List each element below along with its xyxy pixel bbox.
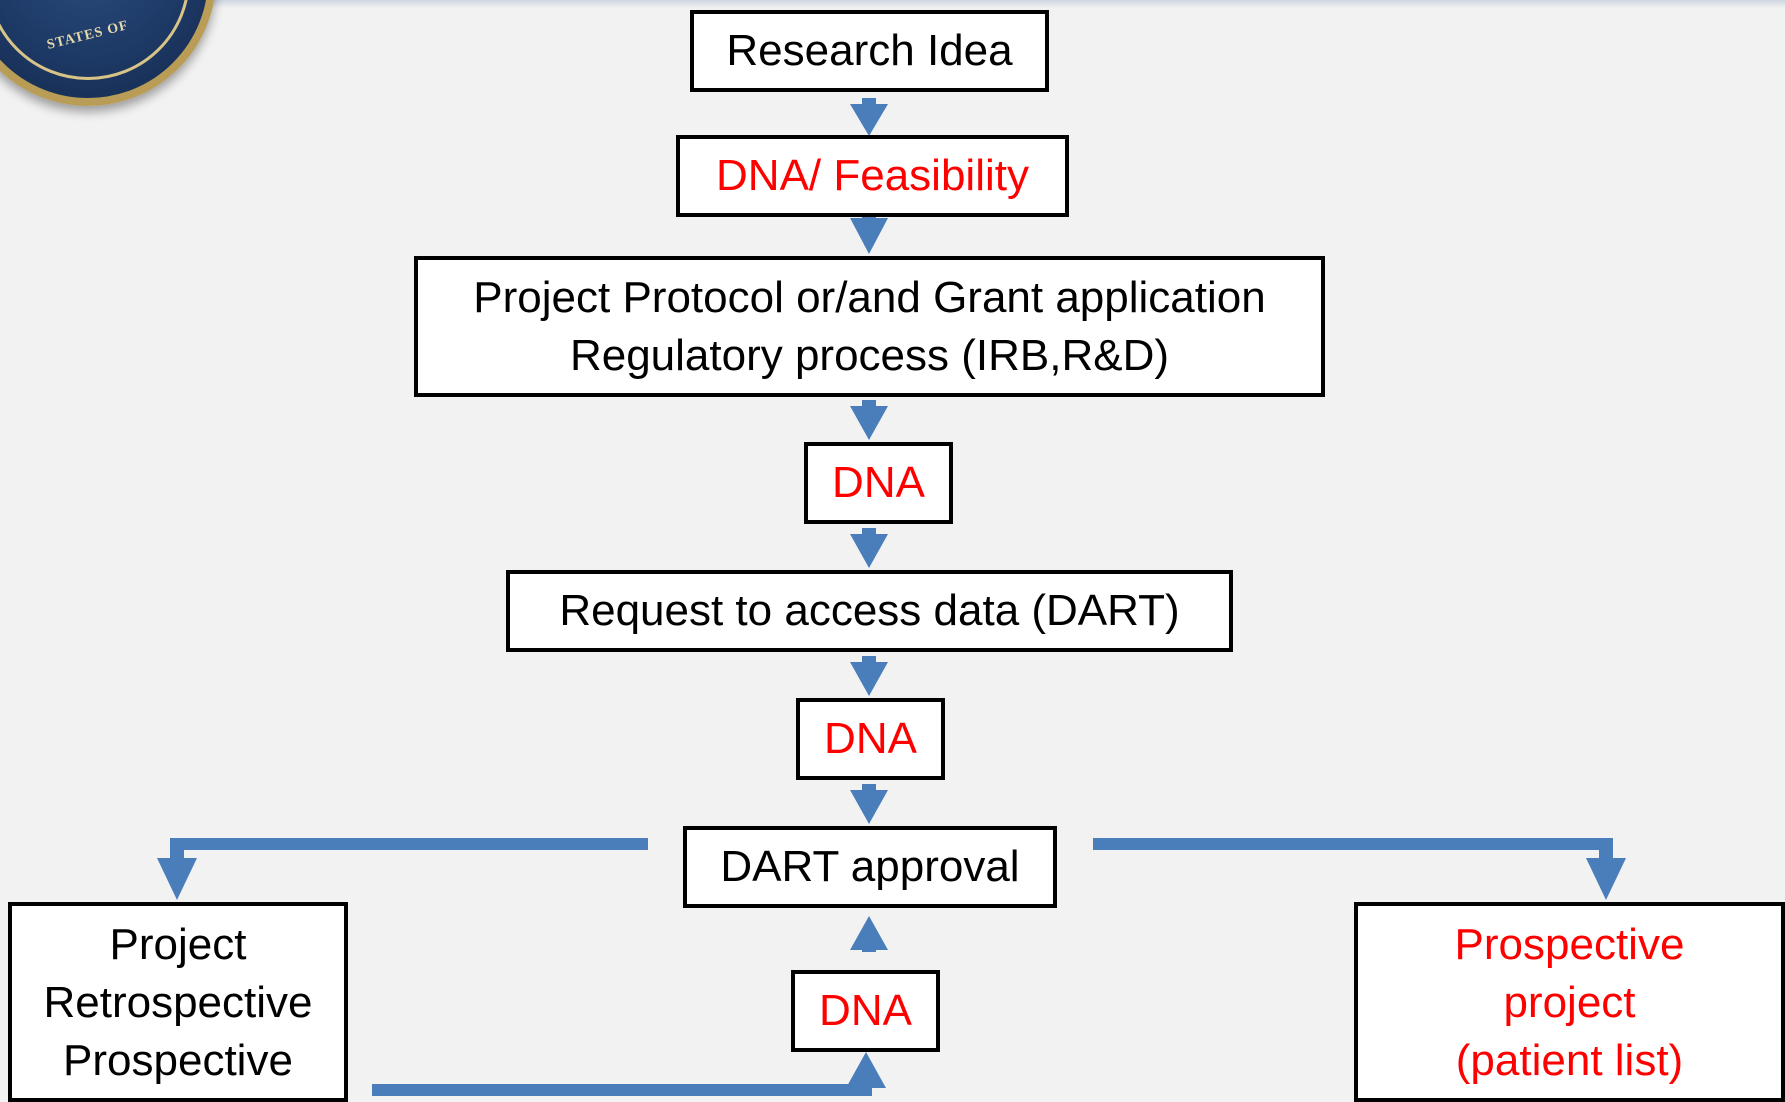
node-dna-2: DNA <box>796 698 945 780</box>
connector-dna3-to-approval <box>862 942 876 952</box>
node-project-retrospective-line-2: Retrospective <box>43 978 313 1027</box>
node-project-retrospective-line-3: Prospective <box>63 1036 293 1085</box>
connector-approval-left-horizontal <box>170 838 648 850</box>
arrowhead-to-approval <box>850 790 888 824</box>
node-dart-approval-line-1: DART approval <box>720 842 1020 891</box>
node-request-access-data: Request to access data (DART) <box>506 570 1233 652</box>
node-project-protocol: Project Protocol or/and Grant applicatio… <box>414 256 1325 397</box>
arrowhead-to-dna-3 <box>846 1052 886 1088</box>
connector-approval-right-vertical <box>1599 838 1613 864</box>
node-project-retrospective-line-1: Project <box>109 920 247 969</box>
node-request-access-data-line-1: Request to access data (DART) <box>559 586 1180 635</box>
node-dna-feasibility: DNA/ Feasibility <box>676 135 1069 217</box>
node-project-retrospective: Project Retrospective Prospective <box>8 902 348 1102</box>
arrowhead-to-feasibility <box>850 104 888 136</box>
arrowhead-to-prospective <box>1586 858 1626 900</box>
node-dna-3: DNA <box>791 970 940 1052</box>
node-project-protocol-line-2: Regulatory process (IRB,R&D) <box>569 330 1170 380</box>
node-prospective-project-line-1: Prospective <box>1454 920 1685 969</box>
connector-approval-left-vertical <box>170 838 184 864</box>
node-prospective-project-line-2: project <box>1503 978 1636 1027</box>
arrowhead-dna-to-approval <box>850 916 888 950</box>
connector-approval-right-horizontal <box>1093 838 1613 850</box>
arrowhead-to-protocol <box>850 218 888 254</box>
node-research-idea: Research Idea <box>690 10 1049 92</box>
arrowhead-to-project-retro <box>157 858 197 900</box>
node-dna-1: DNA <box>804 442 953 524</box>
node-research-idea-line-1: Research Idea <box>726 26 1013 75</box>
node-dart-approval: DART approval <box>683 826 1057 908</box>
node-dna-3-line-1: DNA <box>819 986 912 1035</box>
arrowhead-to-dna-2 <box>850 662 888 696</box>
node-dna-2-line-1: DNA <box>824 714 917 763</box>
node-dna-feasibility-line-1: DNA/ Feasibility <box>716 151 1029 200</box>
header-band <box>0 0 1785 8</box>
node-dna-1-line-1: DNA <box>832 458 925 507</box>
arrowhead-to-request <box>850 534 888 568</box>
connector-retro-to-dna-horizontal <box>372 1084 872 1096</box>
node-prospective-project: Prospective project (patient list) <box>1354 902 1785 1102</box>
node-prospective-project-line-3: (patient list) <box>1455 1036 1684 1085</box>
node-project-protocol-line-1: Project Protocol or/and Grant applicatio… <box>473 272 1266 322</box>
arrowhead-to-dna-1 <box>850 406 888 440</box>
